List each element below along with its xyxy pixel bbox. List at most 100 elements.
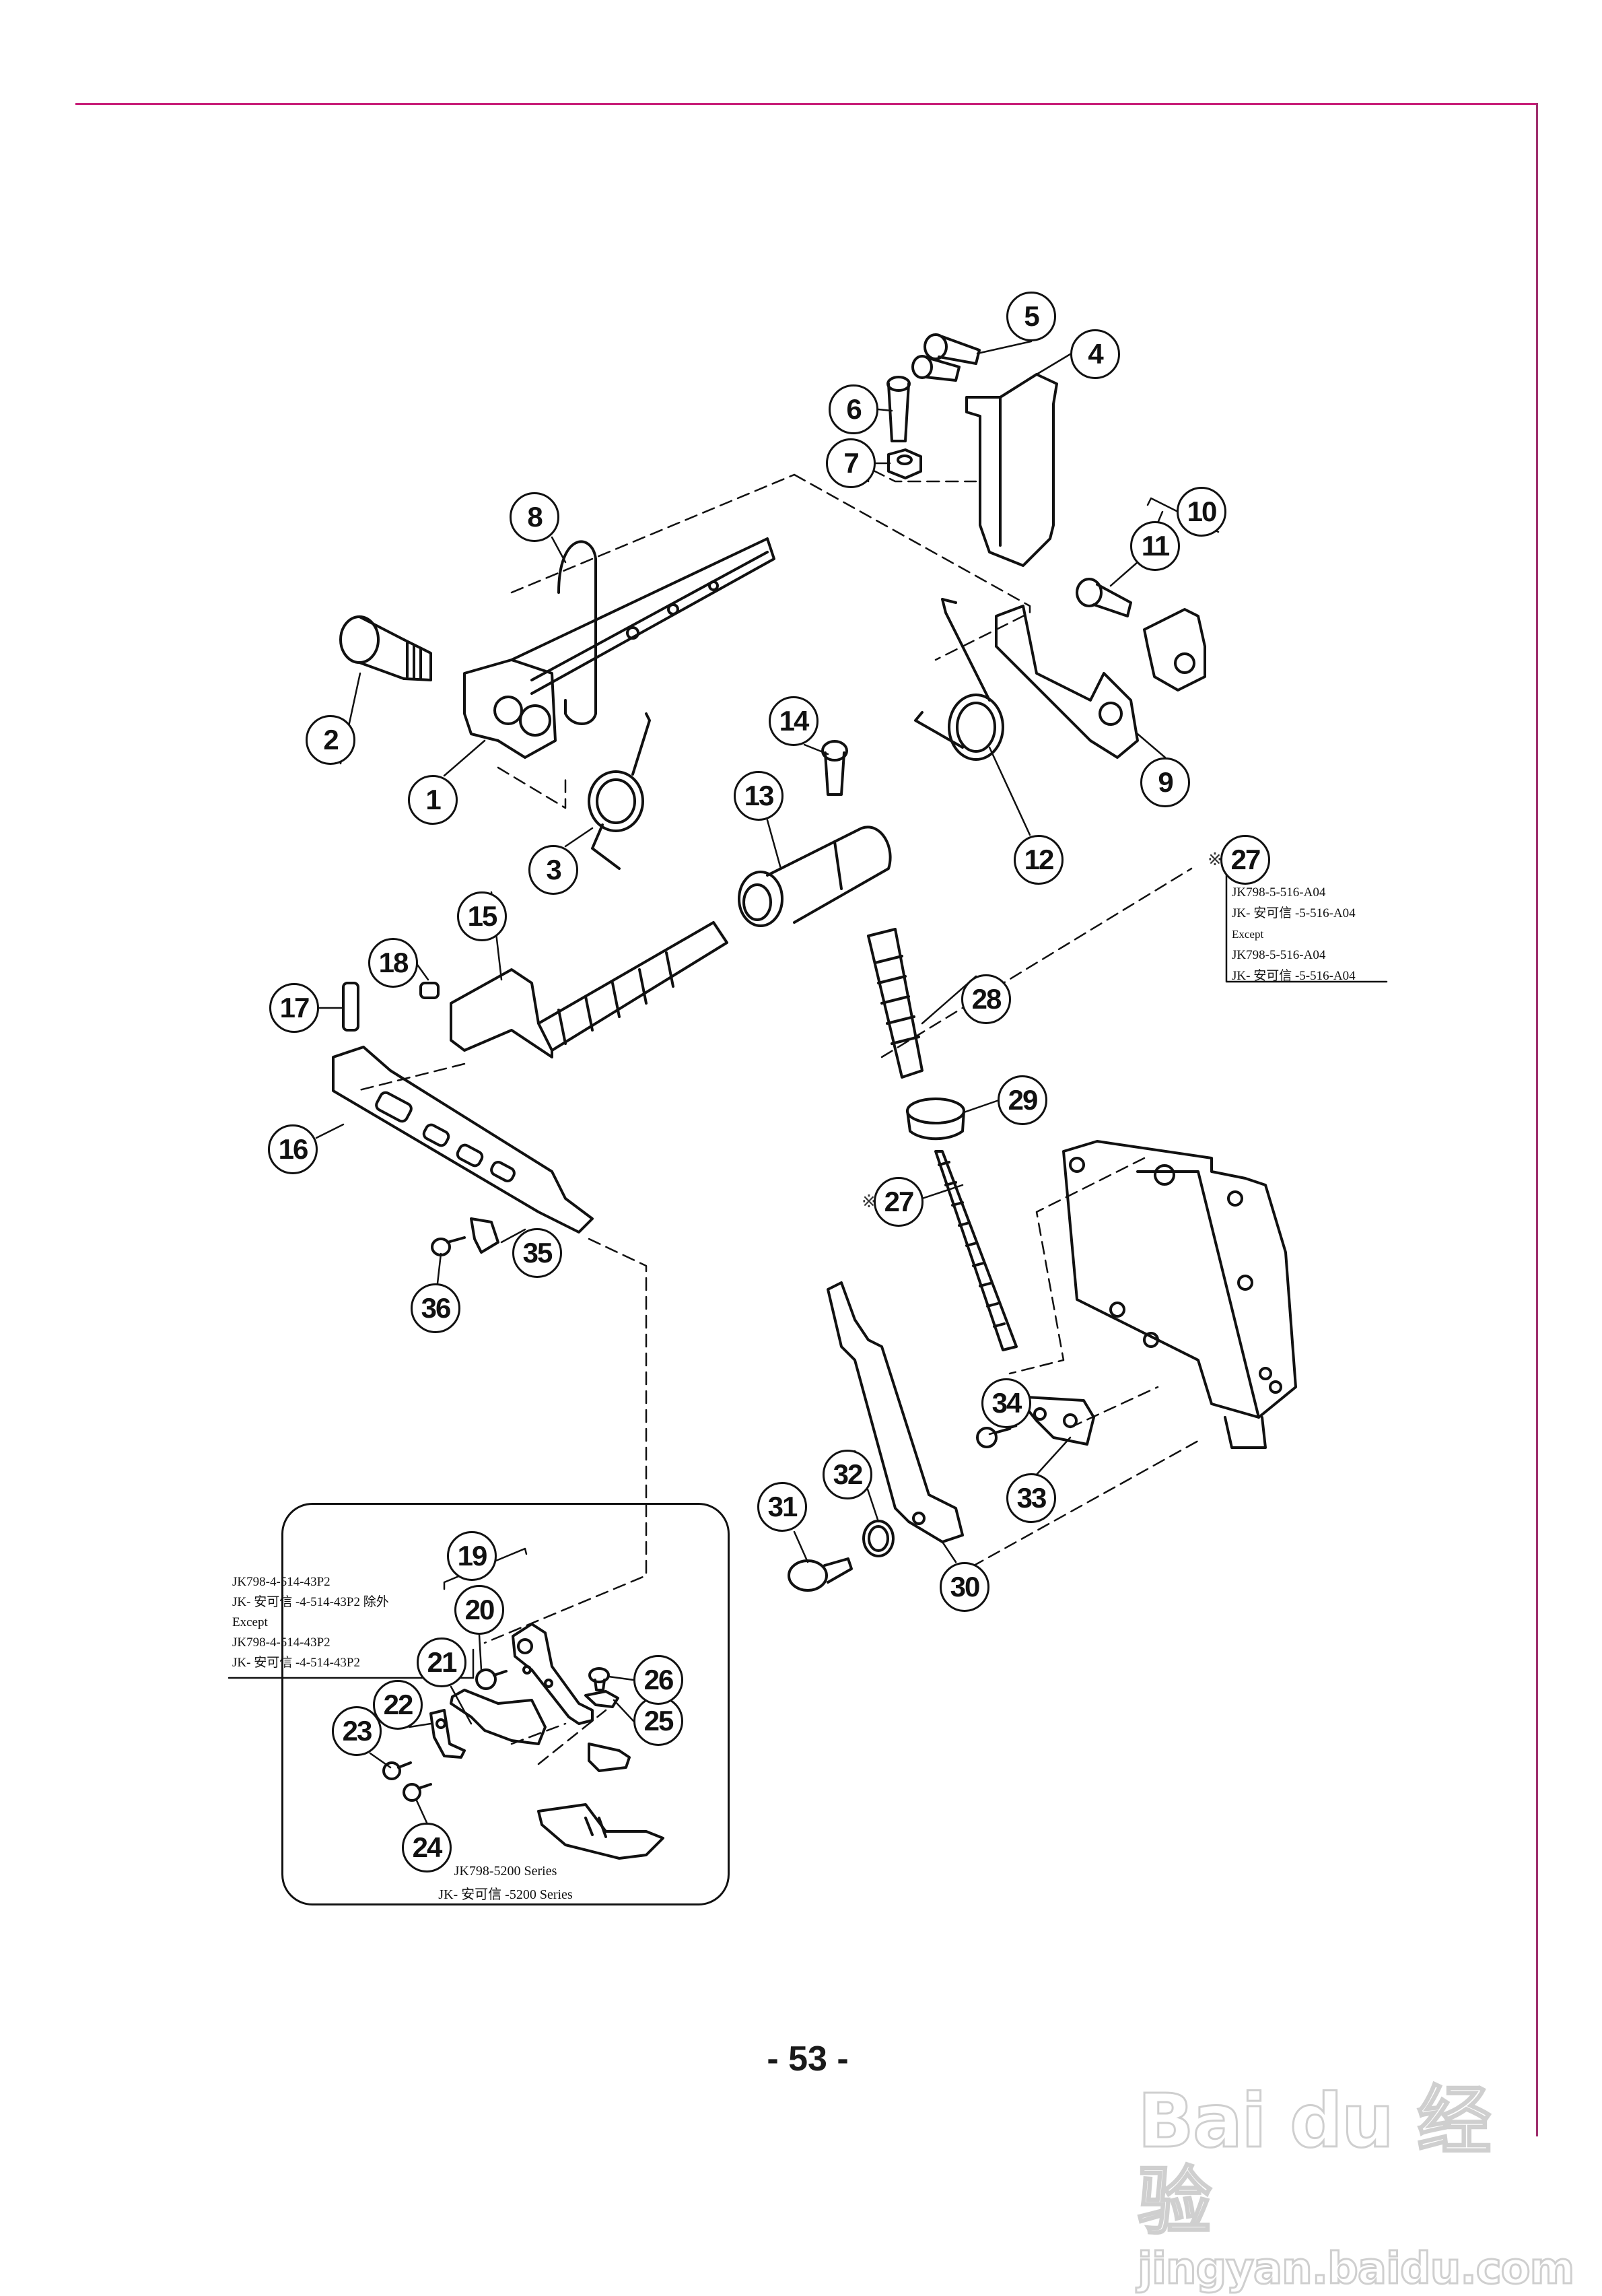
page-frame-right-border bbox=[1536, 103, 1538, 2136]
part-housing-block bbox=[1062, 1140, 1297, 1449]
callout-16: 16 bbox=[268, 1124, 318, 1174]
callout-13: 13 bbox=[734, 771, 783, 821]
callout-30: 30 bbox=[940, 1562, 989, 1612]
callout-28: 28 bbox=[961, 974, 1011, 1024]
part-18-set-screw bbox=[419, 982, 440, 999]
assembly-guide-lines bbox=[355, 467, 1199, 1765]
callout-6: 6 bbox=[829, 384, 878, 434]
part-12-torsion-spring bbox=[914, 598, 1004, 761]
part-17-pin bbox=[342, 982, 359, 1032]
part-15-shaft-block bbox=[450, 921, 728, 1058]
part-13-sleeve bbox=[738, 825, 892, 927]
part-8-hook-rod bbox=[557, 540, 597, 725]
callout-8: 8 bbox=[510, 492, 559, 542]
inset-part-26-screw bbox=[588, 1667, 610, 1691]
callout-1: 1 bbox=[408, 775, 458, 825]
callout-2: 2 bbox=[306, 715, 355, 765]
part-14-screw bbox=[821, 740, 848, 796]
part-11-screw bbox=[1076, 578, 1132, 617]
callout-27-note: 27 bbox=[1220, 835, 1270, 885]
note-19-line: Except bbox=[232, 1615, 268, 1629]
callout-7: 7 bbox=[826, 438, 876, 488]
callout-23: 23 bbox=[332, 1706, 382, 1756]
page-number: - 53 - bbox=[767, 2039, 849, 2079]
callout-33: 33 bbox=[1006, 1473, 1056, 1523]
inset-caption-line-1: JK798-5200 Series bbox=[454, 1864, 557, 1879]
note-19-applicability: JK798-4-514-43P2 JK- 安可信 -4-514-43P2 除外 … bbox=[232, 1572, 389, 1673]
callout-22: 22 bbox=[373, 1680, 423, 1730]
callout-12: 12 bbox=[1014, 835, 1064, 885]
note-27-line: Except bbox=[1232, 928, 1264, 941]
part-29-knurled-nut bbox=[906, 1098, 965, 1141]
inset-part-presser-foot bbox=[537, 1803, 664, 1860]
note-19-line: JK798-4-514-43P2 bbox=[232, 1575, 330, 1589]
callout-3: 3 bbox=[528, 845, 578, 895]
part-5-screws bbox=[911, 333, 981, 382]
part-31-screw bbox=[788, 1557, 853, 1592]
note-19-line: JK798-4-514-43P2 bbox=[232, 1635, 330, 1650]
note-27-line: JK798-5-516-A04 bbox=[1232, 885, 1326, 900]
part-6-screw bbox=[886, 376, 911, 442]
note-19-bracket bbox=[228, 1648, 475, 1679]
part-33-plate bbox=[1008, 1386, 1095, 1446]
callout-26: 26 bbox=[633, 1655, 683, 1705]
callout-5: 5 bbox=[1006, 292, 1056, 341]
part-34-screw bbox=[976, 1427, 1011, 1448]
inset-part-19-presser-arm bbox=[512, 1623, 594, 1725]
part-4-plate bbox=[965, 373, 1058, 567]
inset-part-block bbox=[588, 1743, 631, 1772]
callout-29: 29 bbox=[998, 1075, 1047, 1125]
part-16-arm bbox=[332, 1046, 594, 1234]
callout-27-spring: 27 bbox=[874, 1177, 924, 1227]
callout-32: 32 bbox=[823, 1450, 872, 1499]
inset-part-22-washer bbox=[429, 1709, 466, 1759]
inset-part-24-screw bbox=[403, 1783, 432, 1802]
callout-24: 24 bbox=[402, 1823, 452, 1872]
part-28-adjusting-screw bbox=[867, 928, 924, 1079]
part-27-coil-spring bbox=[934, 1150, 1018, 1351]
callout-21: 21 bbox=[417, 1637, 466, 1687]
callout-9: 9 bbox=[1140, 757, 1190, 807]
callout-19: 19 bbox=[447, 1531, 497, 1581]
inset-part-23-screw bbox=[382, 1761, 412, 1780]
part-1-bracket bbox=[463, 659, 557, 759]
part-35-washer bbox=[470, 1217, 499, 1254]
note-27-line: JK798-5-516-A04 bbox=[1232, 948, 1326, 962]
part-32-spring bbox=[862, 1520, 895, 1557]
part-30-lever bbox=[827, 1281, 964, 1543]
note-27-bracket bbox=[1225, 874, 1388, 983]
callout-35: 35 bbox=[512, 1228, 562, 1278]
callout-20: 20 bbox=[454, 1585, 504, 1635]
note-27-line: JK- 安可信 -5-516-A04 bbox=[1232, 906, 1356, 920]
note-19-line: JK- 安可信 -4-514-43P2 bbox=[232, 1656, 360, 1670]
baidu-jingyan-watermark: Bai du 经验 jingyan.baidu.com bbox=[1137, 2078, 1576, 2296]
callout-11: 11 bbox=[1130, 521, 1180, 571]
reference-mark-icon: ※ bbox=[862, 1192, 876, 1212]
part-10-clamp bbox=[1143, 608, 1206, 691]
part-arm-lever bbox=[510, 537, 775, 695]
inset-caption: JK798-5200 Series JK- 安可信 -5200 Series bbox=[281, 1860, 730, 1907]
callout-18: 18 bbox=[368, 938, 418, 988]
callout-14: 14 bbox=[769, 696, 819, 746]
note-27-applicability: JK798-5-516-A04 JK- 安可信 -5-516-A04 Excep… bbox=[1232, 882, 1356, 986]
part-2-shoulder-screw bbox=[339, 615, 432, 681]
watermark-url: jingyan.baidu.com bbox=[1137, 2243, 1576, 2295]
part-9-lever bbox=[995, 605, 1139, 759]
inset-caption-line-2: JK- 安可信 -5200 Series bbox=[438, 1887, 573, 1902]
page-frame-top-border bbox=[75, 103, 1537, 105]
note-19-line: JK- 安可信 -4-514-43P2 除外 bbox=[232, 1595, 389, 1609]
reference-mark-icon: ※ bbox=[1208, 850, 1222, 870]
inset-detail-box bbox=[281, 1503, 730, 1905]
callout-4: 4 bbox=[1070, 329, 1120, 379]
callout-10: 10 bbox=[1177, 487, 1226, 537]
watermark-brand: Bai du 经验 bbox=[1137, 2078, 1492, 2245]
part-7-nut bbox=[887, 448, 922, 479]
part-3-torsion-spring bbox=[588, 712, 651, 870]
callout-34: 34 bbox=[981, 1378, 1031, 1428]
callout-17: 17 bbox=[269, 983, 319, 1033]
part-36-screw bbox=[431, 1236, 466, 1256]
note-27-line: JK- 安可信 -5-516-A04 bbox=[1232, 969, 1356, 983]
inset-part-20-screw bbox=[475, 1668, 508, 1690]
callout-15: 15 bbox=[457, 891, 507, 941]
